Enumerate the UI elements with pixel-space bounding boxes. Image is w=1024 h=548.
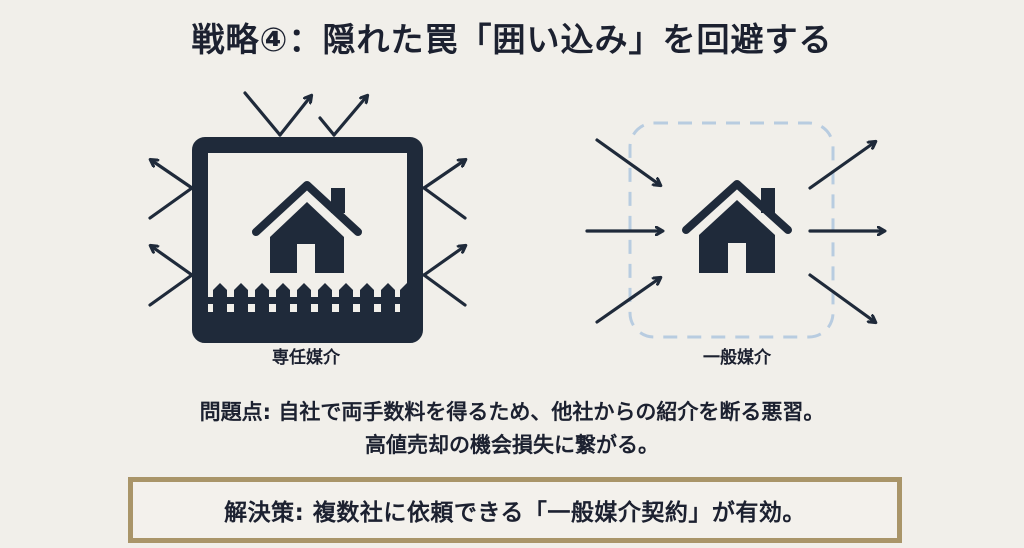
house-icon (252, 181, 362, 273)
problem-statement: 問題点: 自社で両手数料を得るため、他社からの紹介を断る悪習。 高値売却の機会損… (0, 396, 1024, 462)
problem-line-2: 高値売却の機会損失に繋がる。 (365, 433, 659, 457)
fence-icon (208, 283, 414, 335)
page-title: 戦略④：隠れた罠「囲い込み」を回避する (191, 20, 833, 59)
house-icon (682, 180, 792, 273)
outward-arrows (808, 142, 884, 322)
solution-box: 解決策: 複数社に依頼できる「一般媒介契約」が有効。 (128, 477, 902, 543)
problem-line-1: 問題点: 自社で両手数料を得るため、他社からの紹介を断る悪習。 (199, 400, 825, 424)
solution-text: 解決策: 複数社に依頼できる「一般媒介契約」が有効。 (224, 500, 806, 526)
general-mediation-illustration (585, 121, 884, 339)
inward-arrows (585, 138, 662, 324)
outward-arrows (148, 91, 465, 307)
exclusive-mediation-label: 専任媒介 (272, 348, 340, 368)
exclusive-mediation-illustration (148, 91, 465, 343)
general-mediation-label: 一般媒介 (703, 348, 771, 368)
